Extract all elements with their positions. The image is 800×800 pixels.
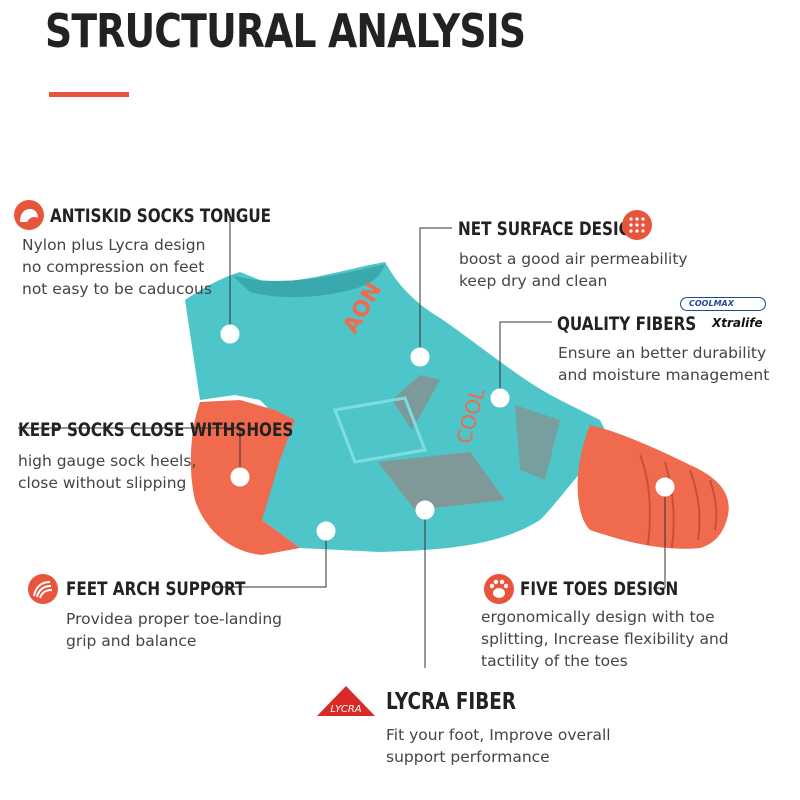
mesh-panel-side <box>515 405 560 480</box>
callout-lines <box>18 217 666 668</box>
net-surface-desc: boost a good air permeability keep dry a… <box>459 250 688 290</box>
paw-icon <box>484 574 514 604</box>
five-toes-title: FIVE TOES DESIGN <box>520 578 679 600</box>
lycra-desc: Fit your foot, Improve overall support p… <box>386 726 611 766</box>
lycra-title: LYCRA FIBER <box>386 689 517 715</box>
keep-close-title: KEEP SOCKS CLOSE WITHSHOES <box>18 419 294 441</box>
coolmax-badge: COOLMAX <box>680 297 766 311</box>
mesh-panel-sole <box>378 452 505 510</box>
sock-cuff-opening <box>232 264 385 298</box>
sock-toe-coral <box>577 425 729 549</box>
callout-dots <box>220 324 675 541</box>
antiskid-title: ANTISKID SOCKS TONGUE <box>50 205 272 227</box>
quality-fibers-desc: Ensure an better durability and moisture… <box>558 344 770 384</box>
mesh-panel-instep <box>392 375 440 430</box>
xtralife-logo: Xtralife <box>712 316 763 330</box>
quality-fibers-title: QUALITY FIBERS <box>557 313 697 335</box>
keep-close-desc: high gauge sock heels, close without sli… <box>18 452 197 492</box>
arch-support-desc: Providea proper toe-landing grip and bal… <box>66 610 283 650</box>
svg-text:LYCRA: LYCRA <box>330 704 361 715</box>
five-toes-desc: ergonomically design with toe splitting,… <box>481 608 729 670</box>
tongue-icon <box>14 200 44 230</box>
arch-support-title: FEET ARCH SUPPORT <box>66 578 246 600</box>
title-underline <box>49 92 129 97</box>
antiskid-desc: Nylon plus Lycra design no compression o… <box>22 236 212 298</box>
arch-icon <box>28 574 58 604</box>
mesh-icon <box>622 210 652 240</box>
lycra-logo: LYCRA <box>317 686 375 716</box>
page-title: STRUCTURAL ANALYSIS <box>45 4 526 58</box>
net-surface-title: NET SURFACE DESIGN <box>458 218 644 240</box>
